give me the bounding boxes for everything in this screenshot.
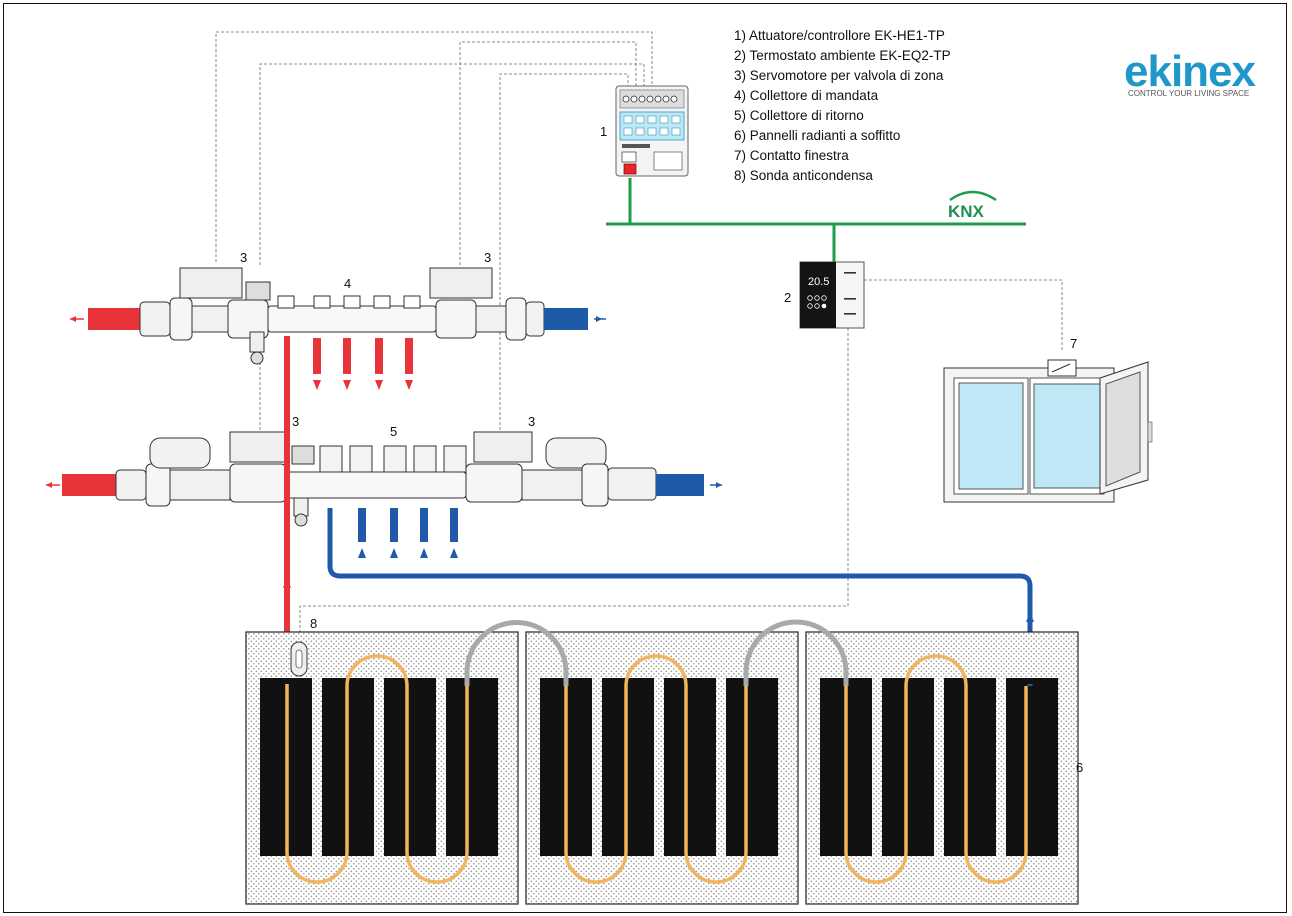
callout-actuator: 1 xyxy=(600,124,607,139)
servo-supply-right xyxy=(429,267,493,299)
supply-inlet-pipe xyxy=(88,308,140,330)
legend-item: 1) Attuatore/controllore EK-HE1-TP xyxy=(734,28,945,43)
callout-servo-return-right: 3 xyxy=(528,414,535,429)
callout-return-manifold: 5 xyxy=(390,424,397,439)
callout-servo-supply-right: 3 xyxy=(484,250,491,265)
wire-servo-2 xyxy=(259,63,645,265)
knx-bus xyxy=(606,178,1026,262)
return-manifold xyxy=(46,431,722,558)
actuator-ek-he1-tp xyxy=(615,85,689,177)
panel-1 xyxy=(245,631,519,905)
callout-probe: 8 xyxy=(310,616,317,631)
callout-window-contact: 7 xyxy=(1070,336,1077,351)
legend-item: 2) Termostato ambiente EK-EQ2-TP xyxy=(734,48,951,63)
diagram-frame xyxy=(3,3,1287,913)
supply-riser xyxy=(283,336,291,682)
panel-2 xyxy=(525,631,799,905)
wire-servo-1 xyxy=(215,31,653,262)
brand-tagline: CONTROL YOUR LIVING SPACE xyxy=(1128,89,1249,98)
supply-manifold xyxy=(70,267,606,390)
thermostat-ek-eq2-tp: 20.5 xyxy=(799,261,865,329)
signal-wires xyxy=(215,31,1063,648)
knx-label: KNX xyxy=(948,202,985,221)
ceiling-panels[interactable] xyxy=(245,619,1079,905)
legend-item: 6) Pannelli radianti a soffitto xyxy=(734,128,900,143)
brand-logo: ekinex CONTROL YOUR LIVING SPACE xyxy=(1124,47,1258,98)
wire-servo-4 xyxy=(499,73,629,430)
callout-servo-return-left: 3 xyxy=(292,414,299,429)
legend-item: 3) Servomotore per valvola di zona xyxy=(734,68,944,83)
window xyxy=(943,359,1153,503)
wire-servo-3 xyxy=(459,41,637,265)
servo-return-left xyxy=(229,431,289,463)
callout-thermostat: 2 xyxy=(784,290,791,305)
wire-window xyxy=(864,279,1063,352)
legend-item: 5) Collettore di ritorno xyxy=(734,108,864,123)
thermostat-display: 20.5 xyxy=(808,276,829,288)
panel-jumpers xyxy=(464,619,849,686)
knx-logo: KNX xyxy=(948,190,997,221)
callout-servo-supply-left: 3 xyxy=(240,250,247,265)
legend-item: 8) Sonda anticondensa xyxy=(734,168,873,183)
callout-supply-manifold: 4 xyxy=(344,276,351,291)
return-loop-pipe xyxy=(327,508,1033,684)
servo-supply-left xyxy=(179,267,243,299)
legend: 1) Attuatore/controllore EK-HE1-TP 2) Te… xyxy=(734,28,951,183)
return-flow-arrow xyxy=(1026,612,1034,622)
return-inlet-pipe xyxy=(656,474,704,496)
servo-return-right xyxy=(473,431,533,463)
wire-probe xyxy=(299,328,849,648)
legend-item: 7) Contatto finestra xyxy=(734,148,849,163)
supply-return-pipe xyxy=(544,308,588,330)
brand-name: ekinex xyxy=(1124,47,1257,96)
panel-3 xyxy=(805,631,1079,905)
callout-panels: 6 xyxy=(1076,760,1083,775)
return-outlet-pipe xyxy=(62,474,116,496)
legend-item: 4) Collettore di mandata xyxy=(734,88,879,103)
